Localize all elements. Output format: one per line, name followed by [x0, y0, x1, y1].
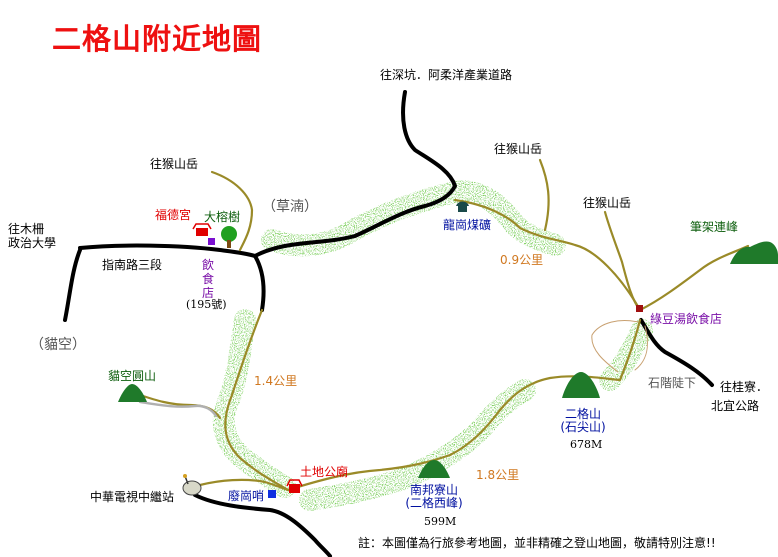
- label-cts-relay: 中華電視中繼站: [90, 490, 175, 504]
- label-erge-line1: 二格山: [564, 407, 601, 421]
- label-dist-14: 1.4公里: [254, 374, 298, 388]
- label-tudigong-temple: 土地公廟: [300, 465, 349, 479]
- forest-right-slope: [599, 319, 653, 391]
- tree-icon: [221, 226, 237, 248]
- label-to-shenkeng: 往深坑．阿柔洋產業道路: [380, 68, 513, 82]
- coal-mine-roof: [456, 201, 469, 206]
- stair-path-2: [634, 325, 648, 371]
- label-liugang-post: 廢崗哨: [228, 489, 265, 503]
- label-erge-line2: (石尖山): [560, 420, 606, 434]
- guard-post-icon: [268, 490, 276, 498]
- trail-to-erge: [618, 318, 642, 382]
- mountain-icon: [118, 241, 778, 478]
- label-stairs-down: 石階陡下: [648, 376, 697, 390]
- forest-areas: [212, 180, 653, 511]
- label-lvdou-restaurant: 綠豆湯飲食店: [650, 312, 723, 326]
- map-title: 二格山附近地圖: [52, 22, 263, 56]
- label-restaurant-vertical: 飲食店: [201, 258, 214, 300]
- roads: [63, 90, 714, 557]
- trail-loop-west: [224, 308, 290, 492]
- temple-icon: [192, 223, 212, 236]
- tree-canopy: [221, 226, 237, 242]
- label-dist-18: 1.8公里: [476, 468, 520, 482]
- temple-fude-roof: [192, 223, 212, 230]
- label-big-banyan: 大榕樹: [204, 210, 241, 224]
- label-nanbang-line1: 南邦寮山: [409, 483, 458, 497]
- label-to-laoliao-line1: 往桂寮．: [720, 380, 769, 394]
- mountain-erge: [562, 372, 600, 398]
- stair-path-1: [591, 320, 639, 373]
- label-maokong: （貓空）: [30, 337, 86, 353]
- trail-loop-south: [286, 375, 622, 492]
- mountain-maokong: [118, 384, 147, 402]
- road-bottom-west: [193, 493, 332, 557]
- coal-mine-body: [458, 204, 467, 212]
- trail-houshan-mid: [538, 158, 550, 232]
- road-southeast: [639, 318, 714, 387]
- tudigong-temple-roof: [286, 479, 303, 487]
- tudigong-temple-body: [289, 484, 300, 493]
- trail-bijia: [638, 244, 750, 312]
- label-erge-height: 678M: [570, 438, 603, 451]
- label-maokong-mount: 貓空圓山: [108, 369, 157, 383]
- map-footer-note: 註：本圖僅為行旅參考地圖，並非精確之登山地圖，敬請特別注意!!: [358, 536, 716, 550]
- label-zhinan-road: 指南路三段: [102, 258, 163, 272]
- label-to-houshan-left: 往猴山岳: [150, 157, 199, 171]
- road-mucha-branch: [63, 248, 82, 322]
- tudigong-temple-icon: [286, 479, 303, 493]
- relay-station-icon: [182, 474, 202, 496]
- relay-station-dish: [182, 480, 202, 496]
- label-to-houshan-mid: 往猴山岳: [494, 142, 543, 156]
- label-to-mucha-line2: 政治大學: [8, 236, 57, 250]
- trail-houshan-right: [603, 210, 642, 312]
- road-zhinan: [78, 243, 257, 258]
- label-nanbang-height: 599M: [424, 515, 457, 528]
- trail-east-upper: [453, 198, 642, 312]
- label-fude-temple: 福德宮: [155, 208, 192, 222]
- trail-maokong-link: [138, 393, 222, 420]
- restaurant-marker-icon: [208, 238, 215, 245]
- label-longgang-coal: 龍崗煤礦: [443, 218, 492, 232]
- mountain-bijia: [730, 241, 778, 264]
- label-nanbang-line2: (二格西峰): [405, 496, 463, 510]
- lvdou-restaurant-marker-icon: [636, 305, 643, 312]
- label-to-mucha-line1: 往木柵: [8, 222, 45, 236]
- road-loop-north: [253, 90, 457, 258]
- relay-station-tip: [183, 474, 187, 478]
- label-restaurant-number: (195號): [186, 298, 227, 311]
- label-bijia-peak: 筆架連峰: [690, 220, 739, 234]
- label-to-laoliao-line2: 北宜公路: [711, 399, 760, 413]
- side-road-maokong: [138, 400, 218, 418]
- trails: [138, 158, 750, 492]
- forest-left-descent: [212, 309, 296, 498]
- trail-houshan-left: [210, 170, 254, 252]
- tree-trunk: [227, 240, 231, 248]
- label-caonan: （草湳）: [262, 199, 318, 215]
- stair-paths: [591, 320, 648, 373]
- mountain-nanbang: [418, 460, 450, 478]
- temple-fude-body: [196, 228, 208, 236]
- trail-to-relay: [198, 478, 290, 492]
- coal-mine-icon: [456, 201, 469, 212]
- label-dist-09: 0.9公里: [500, 253, 544, 267]
- label-to-houshan-right: 往猴山岳: [583, 196, 632, 210]
- road-down-south: [253, 254, 266, 312]
